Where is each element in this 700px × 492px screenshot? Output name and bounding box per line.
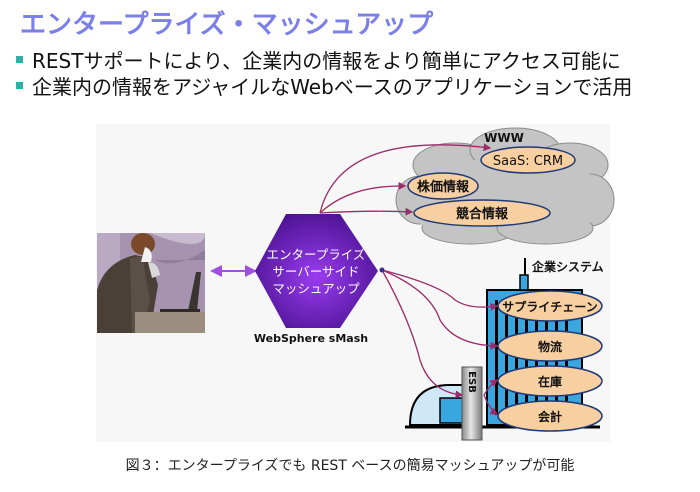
svg-text:株価情報: 株価情報 xyxy=(417,179,470,195)
connector-stock xyxy=(319,181,407,214)
connector-supply-chain xyxy=(381,269,499,311)
bullet-list: RESTサポートにより、企業内の情報をより簡単にアクセス可能に 企業内の情報をア… xyxy=(16,46,633,99)
web-service-competitor-info: 競合情報 xyxy=(413,199,551,227)
hub-line-3: マッシュアップ xyxy=(272,281,360,296)
esb-pillar: ESB xyxy=(461,366,483,441)
web-service-saas-crm: SaaS: CRM xyxy=(480,146,576,174)
connector-competitor xyxy=(319,207,414,216)
connector-inventory xyxy=(483,379,499,396)
enterprise-label: 企業システム xyxy=(531,259,604,274)
enterprise-system-logistics: 物流 xyxy=(497,330,603,362)
bullet-text: 企業内の情報をアジャイルなWebベースのアプリケーションで活用 xyxy=(32,74,633,99)
svg-text:在庫: 在庫 xyxy=(538,374,562,389)
bullet-item: RESTサポートにより、企業内の情報をより簡単にアクセス可能に xyxy=(16,46,632,73)
figure-caption: 図３：エンタープライズでも REST ベースの簡易マッシュアップが可能 xyxy=(125,458,575,474)
connectors xyxy=(319,143,499,415)
connector-esb xyxy=(381,269,464,399)
connector-accounting xyxy=(483,394,499,415)
hub-line-1: エンタープライズ xyxy=(267,247,366,262)
bullet-text: RESTサポートにより、企業内の情報をより簡単にアクセス可能に xyxy=(32,48,621,73)
bullet-item: 企業内の情報をアジャイルなWebベースのアプリケーションで活用 xyxy=(16,72,633,99)
product-label: WebSphere sMash xyxy=(254,332,368,345)
bullet-square-icon xyxy=(16,55,23,63)
user-illustration xyxy=(97,233,205,333)
slide-title: エンタープライズ・マッシュアップ xyxy=(20,10,434,40)
hub-port-dot xyxy=(379,267,385,273)
www-label: WWW xyxy=(484,131,524,145)
svg-text:競合情報: 競合情報 xyxy=(456,206,509,222)
web-service-stock-price: 株価情報 xyxy=(407,172,479,200)
enterprise-system-accounting: 会計 xyxy=(497,400,603,432)
esb-label: ESB xyxy=(466,371,477,393)
svg-text:サプライチェーン: サプライチェーン xyxy=(502,299,597,314)
svg-text:SaaS: CRM: SaaS: CRM xyxy=(493,154,563,169)
hub-line-2: サーバーサイド xyxy=(272,264,359,279)
enterprise-system-inventory: 在庫 xyxy=(497,365,603,397)
connector-logistics xyxy=(381,269,499,350)
bullet-square-icon xyxy=(16,81,23,89)
connector-saas xyxy=(319,143,492,214)
svg-text:物流: 物流 xyxy=(538,339,562,354)
mashup-hub: エンタープライズ サーバーサイド マッシュアップ xyxy=(255,214,378,328)
enterprise-system-supply-chain: サプライチェーン xyxy=(497,290,603,322)
svg-text:会計: 会計 xyxy=(538,409,562,424)
